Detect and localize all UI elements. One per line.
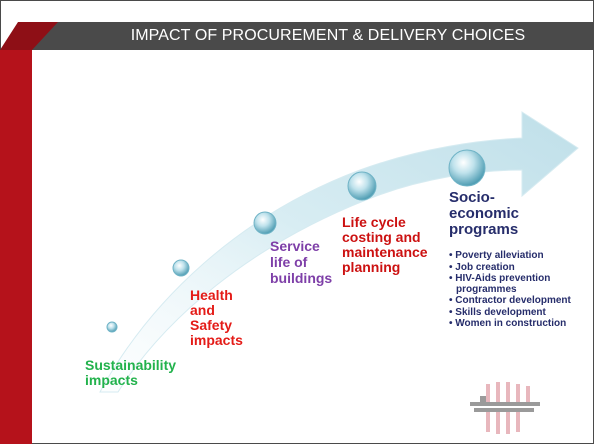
banner-shape [32, 22, 594, 50]
stage-label-text: Socio-economic programs [449, 189, 520, 238]
bullet-item: • HIV-Aids prevention programmes [449, 273, 551, 295]
bullet-item: • Poverty alleviation [449, 250, 544, 261]
stage-node-3 [253, 211, 277, 235]
bullet-item: • Job creation [449, 261, 515, 273]
socio-bullet-list: • Poverty alleviation • Job creation • H… [449, 250, 574, 331]
bullet-item: • Contractor development [449, 295, 571, 306]
stage-label-health-safety: Health and Safety impacts [190, 288, 250, 348]
bullet-item: • Skills development [449, 306, 546, 318]
stage-node-1 [106, 321, 118, 333]
bullet-item: • Women in construction [449, 318, 567, 329]
stage-node-2 [172, 259, 190, 277]
banner-fold [0, 22, 58, 50]
stage-node-4 [347, 171, 377, 201]
stage-label-text: Service life of buildings [270, 238, 333, 286]
side-red-strip [0, 50, 32, 444]
stage-label-sustainability: Sustainability impacts [85, 358, 195, 388]
stage-label-text: Sustainability impacts [85, 357, 177, 388]
arrow-body [99, 111, 579, 393]
slide-title: IMPACT OF PROCUREMENT & DELIVERY CHOICES [130, 27, 526, 44]
stage-label-text: Life cycle costing and maintenance plann… [342, 214, 428, 275]
stage-node-5 [448, 149, 486, 187]
stage-label-socio-economic: Socio-economic programs [449, 190, 534, 238]
stage-label-life-cycle: Life cycle costing and maintenance plann… [342, 215, 434, 275]
logo-icon [470, 382, 540, 434]
stage-label-text: Health and Safety impacts [190, 287, 243, 348]
stage-label-service-life: Service life of buildings [270, 238, 342, 286]
